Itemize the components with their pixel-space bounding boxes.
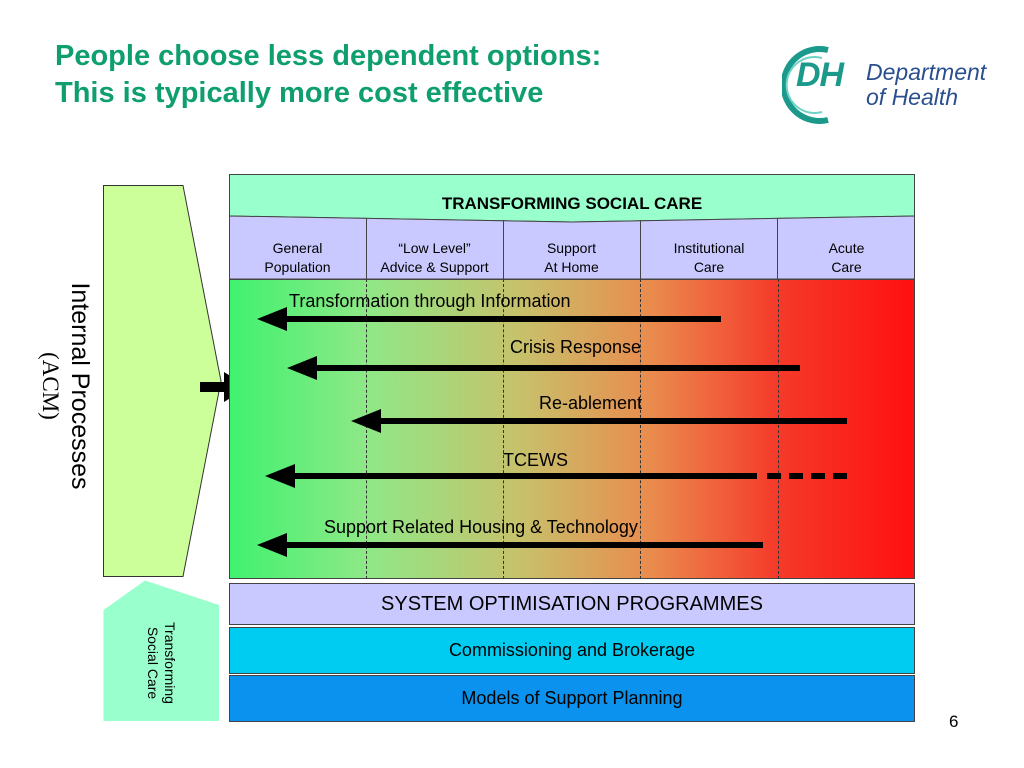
logo-text: Department of Health bbox=[866, 60, 986, 110]
commissioning-label: Commissioning and Brokerage bbox=[448, 640, 696, 660]
care-spectrum-band bbox=[229, 279, 915, 579]
logo-ring-icon bbox=[782, 46, 829, 124]
page-number: 6 bbox=[949, 712, 959, 731]
badge-line: Transforming bbox=[162, 622, 178, 704]
logo-line-1: Department bbox=[866, 59, 987, 85]
badge-line: Social Care bbox=[145, 626, 161, 700]
title-line-1: People choose less dependent options: bbox=[55, 40, 602, 72]
arrow-support-housing-technology bbox=[257, 533, 763, 557]
transforming-social-care-label: Transforming Social Care bbox=[144, 608, 178, 718]
column-divider bbox=[366, 279, 367, 579]
models-of-support-bar: Models of Support Planning bbox=[229, 675, 915, 722]
arrow-label-transformation: Transformation through Information bbox=[289, 291, 571, 311]
column-label-general-population: General Population bbox=[229, 239, 366, 277]
column-label-line: Support bbox=[546, 240, 597, 256]
slide-title: People choose less dependent options: Th… bbox=[55, 38, 601, 112]
column-divider bbox=[503, 279, 504, 579]
system-optimisation-bar bbox=[229, 583, 915, 625]
arrow-label-support-housing: Support Related Housing & Technology bbox=[324, 517, 638, 537]
column-label-line: “Low Level” bbox=[398, 240, 471, 256]
internal-processes-label: Internal Processes (ACM) bbox=[35, 266, 95, 506]
column-label-support-at-home: Support At Home bbox=[503, 239, 640, 277]
column-label-line: Acute bbox=[828, 240, 865, 256]
acm-label: (ACM) bbox=[38, 352, 63, 420]
models-of-support-label: Models of Support Planning bbox=[461, 688, 683, 708]
department-of-health-logo: DH Department of Health bbox=[782, 38, 1012, 128]
column-label-line: At Home bbox=[544, 259, 599, 275]
column-label-low-level-advice: “Low Level” Advice & Support bbox=[366, 239, 503, 277]
transforming-social-care-badge bbox=[103, 580, 219, 721]
column-label-line: Care bbox=[693, 259, 725, 275]
column-label-institutional-care: Institutional Care bbox=[640, 239, 778, 277]
commissioning-bar: Commissioning and Brokerage bbox=[229, 627, 915, 674]
arrow-tcews bbox=[265, 464, 847, 488]
internal-processes-text: Internal Processes bbox=[66, 282, 94, 490]
title-line-2: This is typically more cost effective bbox=[55, 77, 544, 109]
column-label-line: Advice & Support bbox=[380, 259, 489, 275]
column-divider bbox=[640, 279, 641, 579]
column-label-acute-care: Acute Care bbox=[778, 239, 915, 277]
header-shapes bbox=[229, 174, 915, 280]
arrow-re-ablement bbox=[351, 409, 847, 433]
arrow-crisis-response bbox=[287, 356, 800, 380]
logo-line-2: of Health bbox=[866, 84, 959, 110]
arrow-label-tcews: TCEWS bbox=[503, 450, 568, 470]
transformation-arrows bbox=[257, 307, 847, 557]
column-label-line: Population bbox=[264, 259, 331, 275]
column-label-line: General bbox=[272, 240, 323, 256]
arrow-transformation-information bbox=[257, 307, 721, 331]
logo-mark: DH bbox=[796, 56, 844, 94]
system-optimisation-label: SYSTEM OPTIMISATION PROGRAMMES bbox=[381, 593, 763, 615]
internal-processes-panel bbox=[103, 185, 222, 577]
column-label-line: Care bbox=[831, 259, 862, 275]
arrow-label-re-ablement: Re-ablement bbox=[539, 393, 643, 413]
arrow-label-crisis-response: Crisis Response bbox=[510, 337, 642, 357]
header-title: TRANSFORMING SOCIAL CARE bbox=[441, 194, 703, 213]
column-divider bbox=[778, 279, 779, 579]
column-label-line: Institutional bbox=[673, 240, 745, 256]
